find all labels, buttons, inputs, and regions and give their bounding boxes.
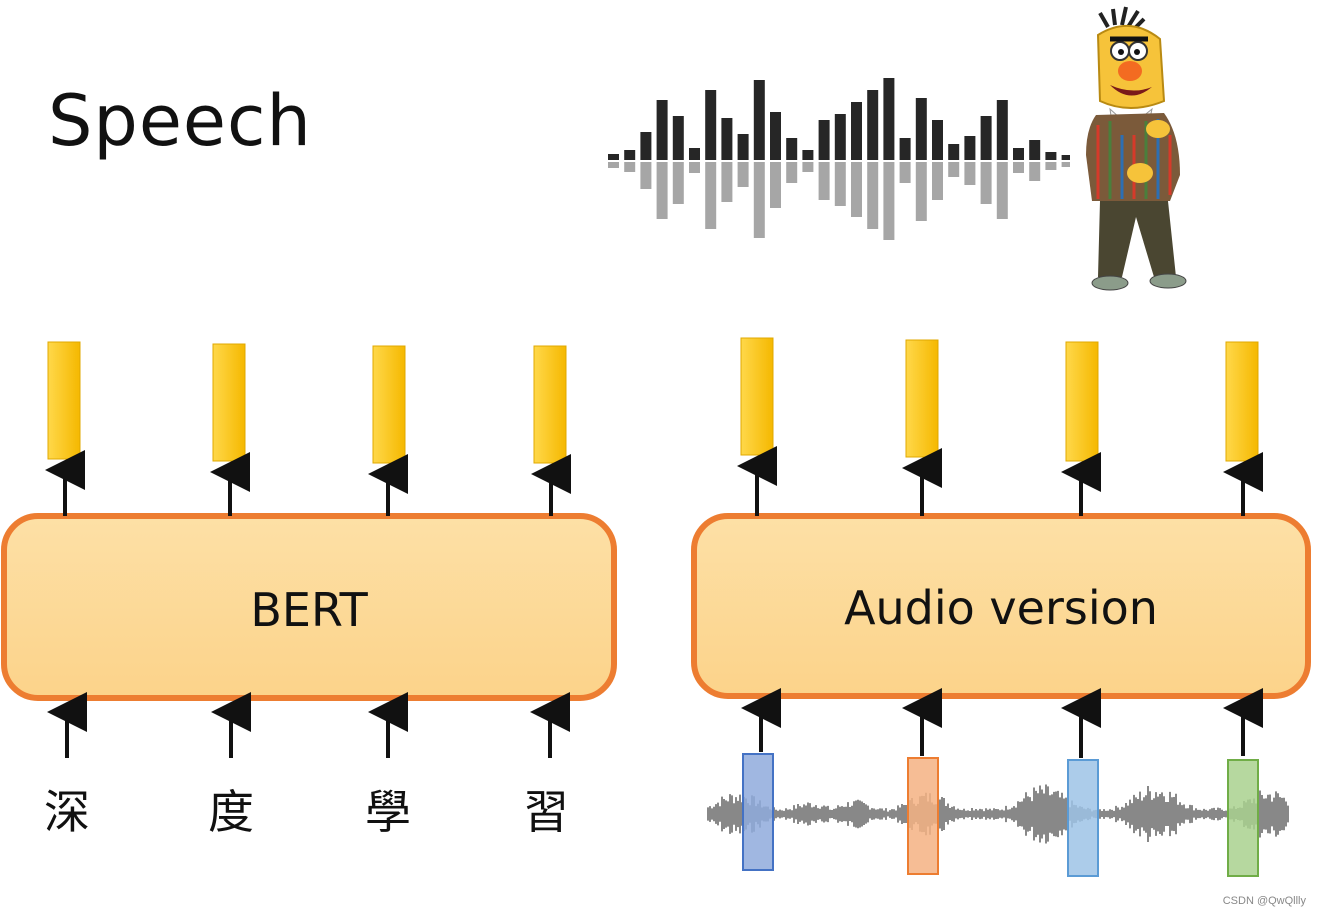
audio-version-box-label: Audio version bbox=[844, 581, 1158, 635]
audio-output-embedding bbox=[905, 339, 939, 458]
bert-output-embedding bbox=[533, 345, 567, 464]
bert-output-embedding bbox=[212, 343, 246, 462]
audio-version-box bbox=[691, 513, 1311, 699]
bert-mascot-icon bbox=[1086, 6, 1187, 291]
audio-output-embedding bbox=[1065, 341, 1099, 462]
bert-output-embedding bbox=[47, 341, 81, 460]
audio-segment-2 bbox=[907, 757, 939, 875]
audio-output-embedding bbox=[1225, 341, 1259, 462]
bert-box bbox=[1, 513, 617, 701]
input-token: 度 bbox=[208, 785, 254, 839]
audio-output-embedding bbox=[740, 337, 774, 456]
watermark: CSDN @QwQllly bbox=[1222, 895, 1306, 907]
audio-signal-icon bbox=[707, 784, 1289, 844]
audio-segment-1 bbox=[742, 753, 774, 871]
slide-title: Speech bbox=[48, 80, 312, 162]
input-token: 學 bbox=[365, 785, 411, 839]
sound-waveform-icon bbox=[608, 78, 1070, 240]
input-token: 深 bbox=[44, 785, 90, 839]
bert-box-label: BERT bbox=[250, 583, 368, 637]
input-token: 習 bbox=[523, 785, 569, 839]
bert-output-embedding bbox=[372, 345, 406, 464]
audio-segment-3 bbox=[1067, 759, 1099, 877]
audio-segment-4 bbox=[1227, 759, 1259, 877]
